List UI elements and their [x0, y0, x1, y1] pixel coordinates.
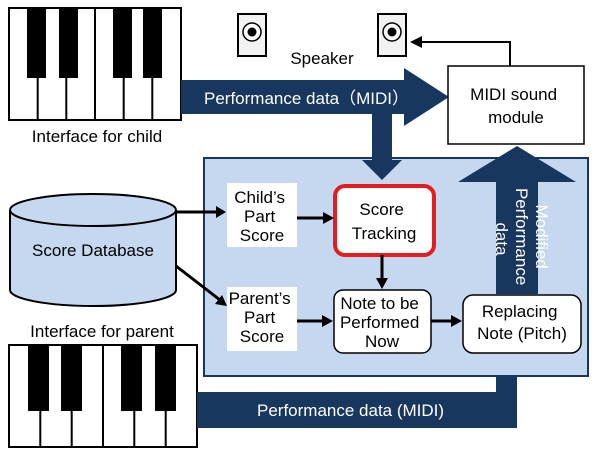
speaker-right-icon	[377, 13, 407, 57]
speaker-label: Speaker	[290, 49, 354, 68]
parent-interface-label: Interface for parent	[30, 322, 174, 341]
child-interface-label: Interface for child	[32, 127, 162, 146]
parents-part-score-label: Parent’s Part Score	[229, 289, 296, 346]
score-tracking-label: Score Tracking	[352, 200, 417, 243]
modified-performance-label: Modified Performance data	[492, 188, 551, 290]
midi-module-label: MIDI sound module	[470, 85, 562, 127]
speaker-left-icon	[237, 13, 267, 57]
child-performance-label: Performance data（MIDI）	[204, 89, 409, 108]
parent-performance-arrow	[197, 376, 517, 428]
parent-keyboard	[8, 344, 198, 448]
child-keyboard	[8, 7, 182, 121]
modified-performance-label-group: Modified Performance data	[492, 188, 551, 290]
replacing-note-label: Replacing Note (Pitch)	[477, 302, 567, 343]
childs-part-score-label: Child’s Part Score	[234, 188, 289, 245]
parent-performance-label: Performance data (MIDI)	[257, 401, 444, 420]
score-tracking-box	[333, 184, 436, 257]
score-database-cylinder	[9, 193, 177, 307]
score-input-arrow	[362, 114, 402, 180]
child-performance-arrow	[181, 68, 449, 126]
score-database-label: Score Database	[32, 241, 154, 260]
replacing-note-box	[462, 294, 582, 354]
note-performed-label: Note to be Performed Now	[340, 294, 424, 351]
speaker-connection-line	[420, 41, 511, 66]
flow-connectors	[175, 210, 452, 323]
midi-module-box	[447, 65, 585, 145]
connector-arrowheads	[215, 206, 462, 327]
modified-performance-arrow	[458, 146, 576, 294]
childs-part-score-box	[227, 183, 297, 247]
parents-part-score-box	[227, 287, 297, 351]
